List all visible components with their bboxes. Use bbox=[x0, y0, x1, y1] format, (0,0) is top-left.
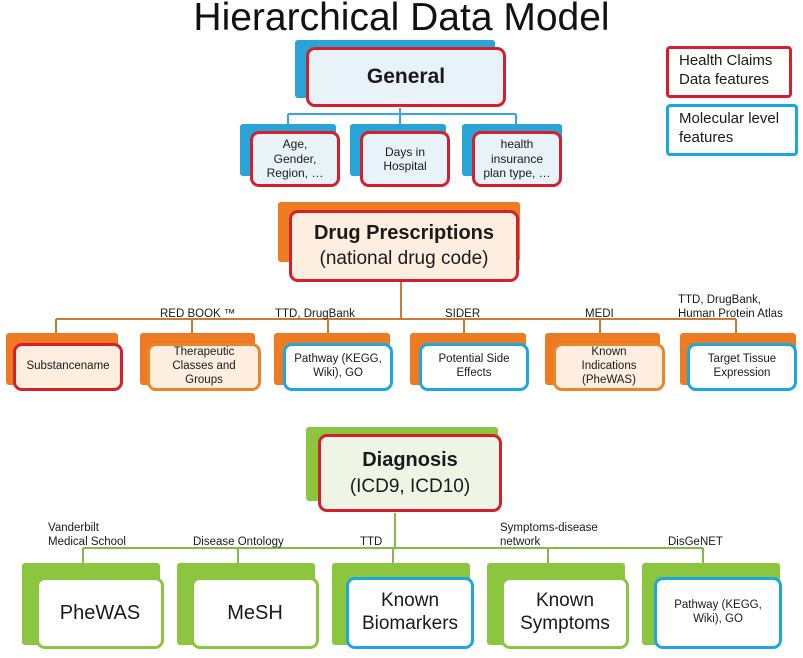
diagnosis-node: Diagnosis (ICD9, ICD10) bbox=[318, 434, 502, 512]
drug-child-known-indications: Known Indications (PheWAS) bbox=[553, 343, 665, 391]
diagnosis-connectors bbox=[82, 513, 704, 563]
legend-health-claims: Health Claims Data features bbox=[666, 46, 792, 98]
diagnosis-source-ttd: TTD bbox=[360, 536, 383, 548]
diagnosis-source-vanderbilt: Vanderbilt Medical School bbox=[48, 522, 126, 548]
diagnosis-source-disgenet: DisGeNET bbox=[668, 536, 723, 548]
diagnosis-child-pathway: Pathway (KEGG, Wiki), GO bbox=[654, 577, 782, 649]
drug-source-sider: SIDER bbox=[445, 308, 481, 320]
diagnosis-source-disease-ontology: Disease Ontology bbox=[193, 536, 284, 548]
diagnosis-child-mesh: MeSH bbox=[191, 577, 319, 649]
general-connectors bbox=[287, 108, 517, 124]
diagnosis-source-symptoms-network: Symptoms-disease network bbox=[500, 522, 598, 548]
general-child-insurance-plan: health insurance plan type, … bbox=[472, 131, 562, 187]
drug-node-subtitle: (national drug code) bbox=[319, 248, 489, 270]
drug-source-redbook: RED BOOK ™ bbox=[160, 308, 236, 320]
drug-source-medi: MEDI bbox=[585, 308, 614, 320]
general-child-days-in-hospital: Days in Hospital bbox=[360, 131, 450, 187]
diagnosis-child-known-biomarkers: Known Biomarkers bbox=[346, 577, 474, 649]
diagnosis-node-title: Diagnosis bbox=[362, 448, 458, 471]
diagnosis-child-phewas: PheWAS bbox=[36, 577, 164, 649]
drug-source-ttd-drugbank: TTD, DrugBank bbox=[275, 308, 355, 320]
diagnosis-child-known-symptoms: Known Symptoms bbox=[501, 577, 629, 649]
drug-child-target-tissue: Target Tissue Expression bbox=[687, 343, 797, 391]
legend-molecular: Molecular level features bbox=[666, 104, 798, 156]
general-child-demographics: Age, Gender, Region, … bbox=[250, 131, 340, 187]
drug-child-pathway: Pathway (KEGG, Wiki), GO bbox=[283, 343, 393, 391]
drug-connectors bbox=[55, 282, 737, 333]
drug-source-ttd-hpa: TTD, DrugBank, Human Protein Atlas bbox=[678, 294, 783, 320]
diagnosis-node-subtitle: (ICD9, ICD10) bbox=[349, 475, 471, 497]
drug-child-therapeutic-classes: Therapeutic Classes and Groups bbox=[147, 343, 261, 391]
general-node: General bbox=[306, 47, 506, 107]
diagram-title: Hierarchical Data Model bbox=[193, 0, 610, 39]
drug-child-substancename: Substancename bbox=[13, 343, 123, 391]
drug-child-side-effects: Potential Side Effects bbox=[419, 343, 529, 391]
drug-node-title: Drug Prescriptions bbox=[313, 222, 495, 245]
drug-prescriptions-node: Drug Prescriptions (national drug code) bbox=[289, 210, 519, 282]
